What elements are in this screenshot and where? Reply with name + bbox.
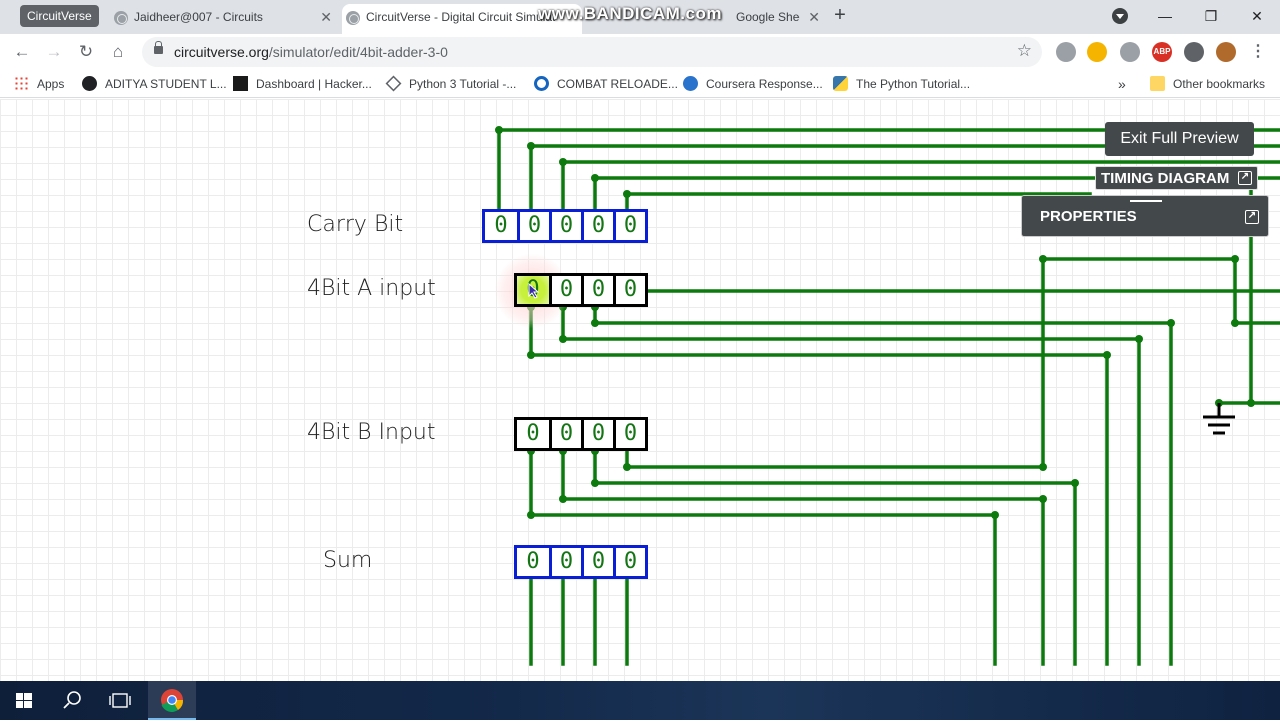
carry-bit-cell: 0 bbox=[581, 212, 613, 240]
carry-bit-display: 0 0 0 0 0 bbox=[482, 209, 648, 243]
bookmark-coursera[interactable]: Coursera Response... bbox=[683, 70, 823, 98]
properties-panel[interactable]: PROPERTIES ↗ bbox=[1021, 195, 1269, 237]
address-bar[interactable]: circuitverse.org/simulator/edit/4bit-add… bbox=[142, 37, 1042, 67]
menu-kebab-icon[interactable]: ⋮ bbox=[1250, 43, 1266, 60]
recording-watermark: www.BANDICAM.com bbox=[538, 4, 722, 23]
a-input-bit[interactable]: 0 bbox=[549, 276, 581, 304]
minimize-button[interactable]: — bbox=[1158, 8, 1172, 24]
tab-title: Jaidheer@007 - Circuits bbox=[134, 10, 263, 24]
label-a-input: 4Bit A input bbox=[307, 276, 436, 301]
close-icon[interactable]: ✕ bbox=[808, 9, 820, 25]
exit-full-preview-button[interactable]: Exit Full Preview bbox=[1105, 122, 1254, 156]
profile-avatar[interactable] bbox=[1216, 42, 1236, 62]
timing-diagram-button[interactable]: TIMING DIAGRAM ↗ bbox=[1095, 166, 1258, 190]
other-bookmarks[interactable]: Other bookmarks bbox=[1150, 70, 1265, 98]
bookmark-star-icon[interactable]: ☆ bbox=[1016, 41, 1032, 60]
bookmark-combat[interactable]: COMBAT RELOADE... bbox=[534, 70, 678, 98]
extensions-puzzle-icon[interactable] bbox=[1184, 42, 1204, 62]
label-carry-bit: Carry Bit bbox=[307, 212, 404, 237]
lock-icon bbox=[154, 41, 163, 54]
close-icon[interactable]: ✕ bbox=[320, 9, 332, 25]
new-tab-button[interactable]: + bbox=[834, 4, 846, 26]
browser-toolbar: ← → ↻ ⌂ circuitverse.org/simulator/edit/… bbox=[0, 34, 1280, 70]
diamond-icon bbox=[385, 75, 402, 92]
search-icon bbox=[63, 691, 81, 709]
sum-bit: 0 bbox=[613, 548, 645, 576]
ground-icon bbox=[1203, 403, 1235, 435]
bookmark-python-tutorial[interactable]: The Python Tutorial... bbox=[833, 70, 970, 98]
close-window-button[interactable]: ✕ bbox=[1251, 8, 1263, 24]
a-input-bit[interactable]: 0 bbox=[581, 276, 613, 304]
globe-icon bbox=[114, 11, 128, 25]
forward-button[interactable]: → bbox=[45, 42, 63, 61]
tab-google-sheets[interactable]: Google Sheets ✕ bbox=[586, 4, 826, 34]
bookmark-hackerrank[interactable]: Dashboard | Hacker... bbox=[233, 70, 372, 98]
tab-title: Google Sheets bbox=[736, 10, 800, 24]
circuit-wires bbox=[495, 126, 1280, 666]
b-input-bit[interactable]: 0 bbox=[526, 421, 540, 446]
properties-label: PROPERTIES bbox=[1040, 208, 1137, 225]
restore-button[interactable]: ❐ bbox=[1204, 8, 1218, 24]
coursera-icon bbox=[683, 76, 698, 92]
python-icon bbox=[833, 76, 848, 92]
mouse-pointer-icon bbox=[528, 283, 540, 299]
tab-group-chip[interactable]: CircuitVerse bbox=[20, 5, 99, 27]
home-button[interactable]: ⌂ bbox=[112, 42, 124, 61]
hackerrank-icon bbox=[233, 76, 248, 92]
windows-logo-icon bbox=[16, 693, 32, 708]
label-b-input: 4Bit B Input bbox=[307, 420, 436, 445]
bookmark-apps[interactable]: Apps bbox=[14, 70, 64, 98]
bookmark-aditya[interactable]: ADITYA STUDENT L... bbox=[82, 70, 227, 98]
sum-bit: 0 bbox=[549, 548, 581, 576]
extension-icon[interactable] bbox=[1056, 42, 1076, 62]
tab-circuitverse-simulator[interactable]: CircuitVerse - Digital Circuit Simulator bbox=[342, 4, 582, 34]
a-input-bit[interactable]: 0 bbox=[613, 276, 645, 304]
search-button[interactable] bbox=[48, 681, 96, 720]
carry-bit-cell: 0 bbox=[517, 212, 549, 240]
url-text: circuitverse.org/simulator/edit/4bit-add… bbox=[174, 44, 448, 60]
bookmarks-overflow-chevron[interactable]: » bbox=[1118, 76, 1126, 92]
sum-bit: 0 bbox=[581, 548, 613, 576]
bookmarks-bar: Apps ADITYA STUDENT L... Dashboard | Hac… bbox=[0, 70, 1280, 98]
carry-bit-cell: 0 bbox=[549, 212, 581, 240]
bookmark-python3[interactable]: Python 3 Tutorial -... bbox=[385, 70, 516, 98]
adblock-icon[interactable]: ABP bbox=[1152, 42, 1172, 62]
b-input-bit[interactable]: 0 bbox=[581, 420, 613, 448]
timing-diagram-label: TIMING DIAGRAM bbox=[1101, 170, 1230, 187]
tab-circuits[interactable]: Jaidheer@007 - Circuits ✕ bbox=[110, 4, 338, 34]
task-view-icon bbox=[109, 693, 131, 708]
sum-display: 0 0 0 0 bbox=[514, 545, 648, 579]
apps-grid-icon bbox=[14, 76, 29, 92]
tab-strip: CircuitVerse Jaidheer@007 - Circuits ✕ C… bbox=[0, 0, 1280, 34]
b-input-bit[interactable]: 0 bbox=[613, 420, 645, 448]
camera-extension-icon[interactable] bbox=[1120, 42, 1140, 62]
b-input-bit[interactable]: 0 bbox=[549, 420, 581, 448]
drag-handle[interactable] bbox=[1130, 200, 1162, 202]
sum-bit: 0 bbox=[526, 549, 540, 574]
task-view-button[interactable] bbox=[96, 681, 144, 720]
tab-search-button[interactable] bbox=[1112, 8, 1128, 24]
expand-icon[interactable]: ↗ bbox=[1245, 210, 1259, 224]
back-button[interactable]: ← bbox=[13, 42, 31, 61]
windows-taskbar bbox=[0, 681, 1280, 720]
chrome-taskbar-button[interactable] bbox=[148, 681, 196, 720]
globe-icon bbox=[82, 76, 97, 92]
carry-bit-cell: 0 bbox=[494, 213, 508, 238]
expand-icon[interactable]: ↗ bbox=[1238, 171, 1252, 185]
tab-title: CircuitVerse - Digital Circuit Simulator bbox=[366, 10, 556, 24]
pencil-extension-icon[interactable] bbox=[1087, 42, 1107, 62]
chrome-icon bbox=[161, 689, 184, 712]
start-button[interactable] bbox=[0, 681, 48, 720]
label-sum: Sum bbox=[323, 548, 373, 573]
simulator-canvas[interactable]: Carry Bit 4Bit A input 4Bit B Input Sum … bbox=[0, 99, 1280, 681]
folder-icon bbox=[1150, 76, 1165, 92]
circle-icon bbox=[534, 76, 549, 92]
reload-button[interactable]: ↻ bbox=[78, 42, 94, 61]
b-input-toggle[interactable]: 0 0 0 0 bbox=[514, 417, 648, 451]
carry-bit-cell: 0 bbox=[613, 212, 645, 240]
globe-icon bbox=[346, 11, 360, 25]
